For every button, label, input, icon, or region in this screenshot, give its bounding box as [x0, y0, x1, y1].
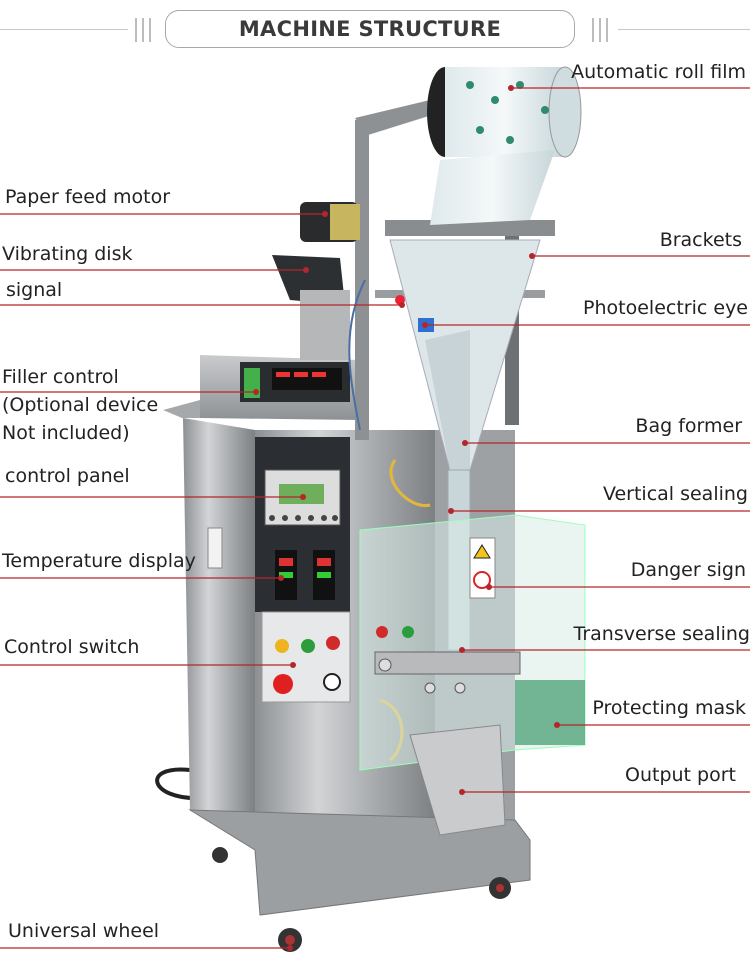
header-line-left — [0, 29, 128, 30]
side-panel — [183, 418, 255, 850]
label-filler-optional: (Optional device — [2, 394, 159, 416]
bracket-bar — [385, 220, 555, 236]
pointer-dot — [529, 253, 535, 259]
header-tick — [592, 18, 594, 42]
header-line-right — [618, 29, 750, 30]
header-tick — [606, 18, 608, 42]
pointer-dot — [287, 945, 293, 951]
label-temperature-display: Temperature display — [2, 550, 196, 572]
pointer-dot — [448, 508, 454, 514]
pointer-dot — [322, 211, 328, 217]
title-box: MACHINE STRUCTURE — [165, 10, 575, 48]
label-output-port: Output port — [625, 764, 736, 786]
pointer-dot — [290, 662, 296, 668]
label-filler-not-included: Not included) — [2, 422, 130, 444]
pointer-dot — [508, 85, 514, 91]
label-danger-sign: Danger sign — [630, 559, 746, 581]
pointer-dot — [399, 302, 405, 308]
base-plate — [188, 809, 531, 916]
transverse-sealing — [374, 651, 521, 675]
label-filler-control: Filler control — [2, 366, 119, 388]
pointer-dot — [462, 440, 468, 446]
label-vertical-sealing: Vertical sealing — [602, 483, 748, 505]
power-cable — [155, 767, 201, 801]
label-protecting-mask: Protecting mask — [592, 697, 746, 719]
pointer-dot — [300, 494, 306, 500]
label-vibrating-disk: Vibrating disk — [2, 243, 133, 265]
pointer-dot — [303, 267, 309, 273]
pointer-dot — [459, 789, 465, 795]
label-signal: signal — [6, 279, 63, 301]
output-port — [409, 724, 506, 836]
label-transverse-sealing: Transverse sealing — [573, 623, 750, 645]
pointer-dot — [554, 722, 560, 728]
header-tick — [599, 18, 601, 42]
pointer-dot — [253, 389, 259, 395]
header-tick — [135, 18, 137, 42]
header-tick — [149, 18, 151, 42]
label-control-panel: control panel — [5, 465, 130, 487]
label-control-switch: Control switch — [4, 636, 140, 658]
label-photoelectric-eye: Photoelectric eye — [583, 297, 748, 319]
frame-column — [355, 120, 369, 440]
pointer-dot — [459, 647, 465, 653]
bracket-arm — [355, 100, 432, 135]
pointer-dot — [422, 322, 428, 328]
pointer-dot — [486, 584, 492, 590]
header-tick — [142, 18, 144, 42]
label-paper-feed-motor: Paper feed motor — [5, 186, 171, 208]
label-universal-wheel: Universal wheel — [8, 920, 160, 942]
label-brackets: Brackets — [659, 229, 742, 251]
label-bag-former: Bag former — [635, 415, 742, 437]
pointer-dot — [278, 575, 284, 581]
wheel-icon — [212, 847, 228, 863]
label-automatic-roll-film: Automatic roll film — [571, 61, 746, 83]
film-web — [430, 150, 555, 225]
page-title: MACHINE STRUCTURE — [238, 17, 502, 41]
